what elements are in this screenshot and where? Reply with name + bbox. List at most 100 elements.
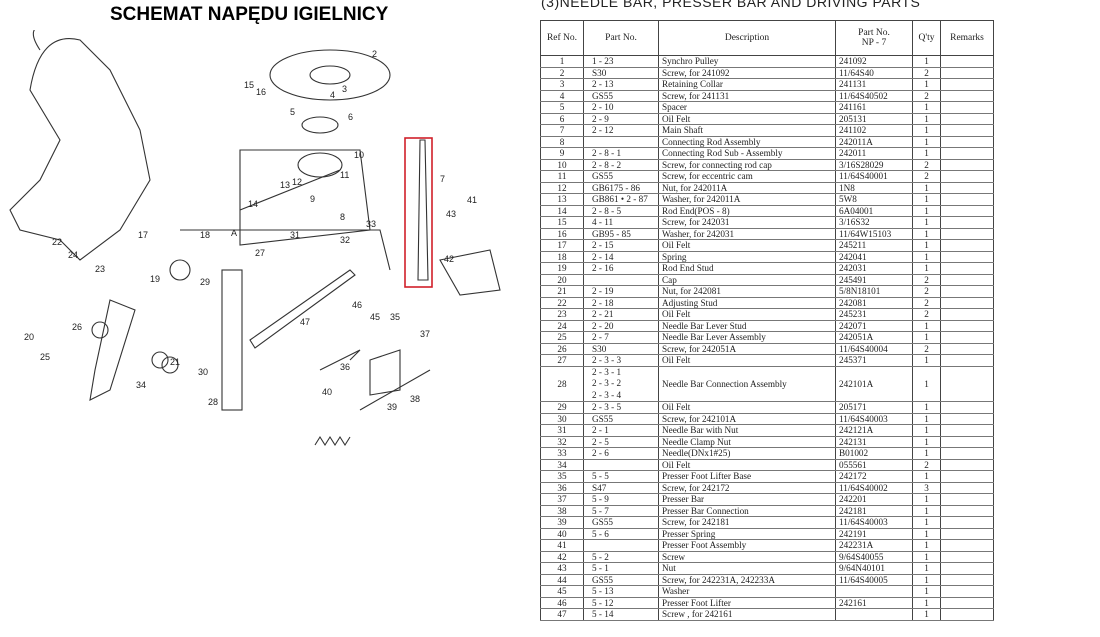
ref-no: 14	[540, 204, 584, 217]
remarks	[940, 55, 994, 68]
callout-label: 37	[420, 329, 430, 339]
remarks	[940, 527, 994, 540]
np7-part-no: 241092	[835, 55, 913, 68]
part-no: GS55	[583, 573, 659, 586]
remarks	[940, 412, 994, 425]
qty: 2	[912, 158, 941, 171]
part-no: 2 - 15	[583, 239, 659, 252]
description: Main Shaft	[658, 124, 836, 137]
ref-no: 28	[540, 365, 584, 402]
ref-no: 30	[540, 412, 584, 425]
ref-no: 8	[540, 135, 584, 148]
np7-part-no: 245231	[835, 308, 913, 321]
remarks	[940, 135, 994, 148]
ref-no: 21	[540, 285, 584, 298]
qty: 1	[912, 124, 941, 137]
ref-no: 27	[540, 354, 584, 367]
np7-part-no: 205131	[835, 112, 913, 125]
description: Oil Felt	[658, 308, 836, 321]
qty: 1	[912, 470, 941, 483]
part-no: 5 - 5	[583, 470, 659, 483]
np7-part-no: 11/64S40004	[835, 342, 913, 355]
description: Washer	[658, 585, 836, 598]
qty: 1	[912, 55, 941, 68]
callout-label: A	[231, 228, 237, 238]
header-qty: Q'ty	[912, 20, 941, 56]
ref-no: 38	[540, 504, 584, 517]
np7-part-no: 3/16S32	[835, 216, 913, 229]
np7-part-no: 242041	[835, 250, 913, 263]
part-no	[583, 539, 659, 552]
ref-no: 43	[540, 562, 584, 575]
description: Adjusting Stud	[658, 296, 836, 309]
parts-table: Ref No. Part No. Description Part No.NP …	[540, 20, 994, 621]
ref-no: 7	[540, 124, 584, 137]
ref-no: 3	[540, 78, 584, 91]
qty: 1	[912, 227, 941, 240]
callout-label: 35	[390, 312, 400, 322]
qty: 2	[912, 273, 941, 286]
remarks	[940, 596, 994, 609]
callout-label: 16	[256, 87, 266, 97]
qty: 1	[912, 135, 941, 148]
np7-part-no: 3/16S28029	[835, 158, 913, 171]
np7-part-no: 11/64S40001	[835, 170, 913, 183]
part-no: 2 - 18	[583, 296, 659, 309]
callout-label: 26	[72, 322, 82, 332]
header-part: Part No.	[583, 20, 659, 56]
callout-label: 47	[300, 317, 310, 327]
description: Washer, for 242011A	[658, 193, 836, 206]
part-no: 2 - 6	[583, 447, 659, 460]
np7-part-no: 242131	[835, 435, 913, 448]
part-no	[583, 273, 659, 286]
description: Presser Bar	[658, 493, 836, 506]
description: Screw, for connecting rod cap	[658, 158, 836, 171]
np7-part-no	[835, 608, 913, 621]
np7-part-no: 242071	[835, 319, 913, 332]
description: Oil Felt	[658, 354, 836, 367]
description: Screw, for 242101A	[658, 412, 836, 425]
callout-label: 22	[52, 237, 62, 247]
part-no: S30	[583, 342, 659, 355]
qty: 2	[912, 89, 941, 102]
np7-part-no: 242231A	[835, 539, 913, 552]
ref-no: 16	[540, 227, 584, 240]
ref-no: 40	[540, 527, 584, 540]
remarks	[940, 447, 994, 460]
callout-label: 46	[352, 300, 362, 310]
remarks	[940, 227, 994, 240]
ref-no: 32	[540, 435, 584, 448]
qty: 1	[912, 78, 941, 91]
part-no: 2 - 21	[583, 308, 659, 321]
qty: 1	[912, 585, 941, 598]
np7-part-no: 11/64S40003	[835, 412, 913, 425]
remarks	[940, 550, 994, 563]
qty: 1	[912, 112, 941, 125]
description: Needle Bar Lever Stud	[658, 319, 836, 332]
exploded-parts-diagram: 1234567891011121314151617181920212223242…	[9, 30, 501, 447]
callout-label: 11	[340, 170, 349, 180]
description: Screw	[658, 550, 836, 563]
description: Nut, for 242081	[658, 285, 836, 298]
part-no: 2 - 19	[583, 285, 659, 298]
ref-no: 19	[540, 262, 584, 275]
ref-no: 39	[540, 516, 584, 529]
qty: 2	[912, 458, 941, 471]
part-no: S47	[583, 481, 659, 494]
callout-label: 39	[387, 402, 397, 412]
description: Screw, for eccentric cam	[658, 170, 836, 183]
remarks	[940, 401, 994, 414]
qty: 1	[912, 401, 941, 414]
description: Needle Bar with Nut	[658, 424, 836, 437]
